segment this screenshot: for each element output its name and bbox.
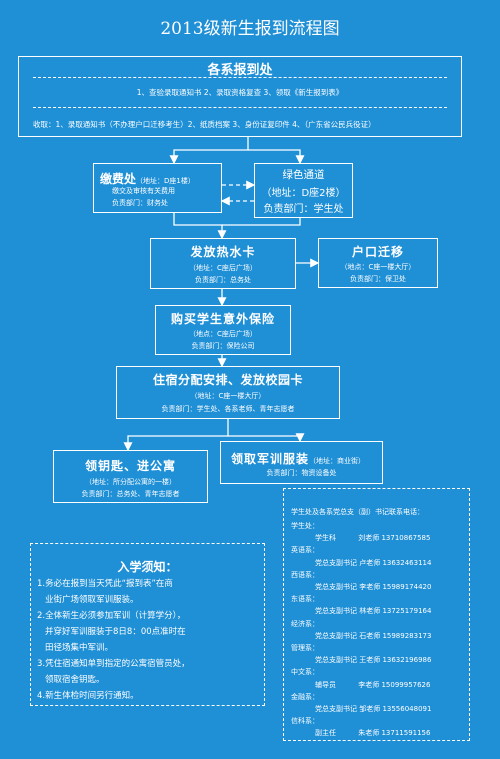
notice-line: 1.务必在报到当天凭此“报到表”在商 <box>37 579 173 589</box>
hot-water-card-dept: 负责部门：总务处 <box>195 276 251 284</box>
fee-office-title: 缴费处 <box>100 172 137 186</box>
arrow-dorm-to-keys <box>123 419 229 452</box>
arrow-dorm-to-uniform <box>228 433 305 443</box>
contact-group: 金融系： <box>291 692 319 701</box>
keys-dept: 负责部门：总务处、青年志愿者 <box>81 490 180 498</box>
notice-line: 4.新生体检时间另行通知。 <box>37 691 139 701</box>
fee-office-dept: 负责部门：财务处 <box>112 199 168 207</box>
fee-office-box: 缴费处（地址：D座1楼） 缴交及审核有关费用 负责部门：财务处 <box>93 163 222 213</box>
enrollment-notice-title: 入学须知： <box>117 560 178 574</box>
hukou-transfer-box: 户口迁移 （地点：C座一楼大厅） 负责部门：保卫处 <box>318 238 438 288</box>
contact-entry: 学生科 刘老师 13710867585 <box>315 534 431 543</box>
uniform-box: 领取军训服装（地址：商业街） 负责部门：物资设备处 <box>220 441 383 484</box>
arrow-dept-to-green <box>248 149 305 165</box>
dorm-assignment-address: （地址：C座一楼大厅） <box>190 392 266 400</box>
department-registration-collect: 收取：1、录取通知书（不办理户口迁移考生）2、纸质档案 3、身份证复印件 4、（… <box>33 120 376 129</box>
enrollment-notice-box: 入学须知： 1.务必在报到当天凭此“报到表”在商 业街广场领取军训服装。 2.全… <box>30 543 265 706</box>
contact-group: 管理系： <box>291 644 319 653</box>
green-channel-dept: 负责部门：学生处 <box>263 204 344 215</box>
green-channel-title: 绿色通道 <box>282 169 325 181</box>
contacts-box: 学生处及各系党总支（副）书记联系电话： 学生处： 学生科 刘老师 1371086… <box>283 488 470 741</box>
department-registration-steps: 1、查验录取通知书 2、录取资格复查 3、领取《新生报到表》 <box>136 88 344 97</box>
fee-office-address: （地址：D座1楼） <box>136 177 195 185</box>
notice-line: 领取宿舍钥匙。 <box>45 675 105 685</box>
divider <box>33 107 447 108</box>
notice-line: 2.全体新生必须参加军训（计算学分）， <box>37 611 186 621</box>
uniform-title: 领取军训服装 <box>231 452 310 466</box>
arrow-fee-to-card <box>173 213 227 240</box>
dorm-assignment-box: 住宿分配安排、发放校园卡 （地址：C座一楼大厅） 负责部门：学生处、各系老师、青… <box>116 366 340 419</box>
contact-entry: 辅导员 李老师 15099957626 <box>315 680 431 689</box>
divider <box>33 77 447 78</box>
dorm-assignment-title: 住宿分配安排、发放校园卡 <box>152 373 303 387</box>
contact-entry: 副主任 朱老师 13711591156 <box>315 729 431 738</box>
notice-line: 田径场集中军训。 <box>45 643 114 653</box>
page-title: 2013级新生报到流程图 <box>160 19 340 39</box>
notice-line: 业街广场领取军训服装。 <box>45 595 139 605</box>
contact-entry: 党总支副书记 王老师 13632196986 <box>315 656 432 665</box>
contact-group: 英语系： <box>291 546 319 555</box>
hot-water-card-address: （地址：C座后广场） <box>189 264 257 272</box>
contacts-list: 学生处： 学生科 刘老师 13710867585 英语系： 党总支副书记 卢老师… <box>291 520 431 740</box>
contact-group: 东语系： <box>291 595 319 604</box>
enrollment-notice-list: 1.务必在报到当天凭此“报到表”在商 业街广场领取军训服装。 2.全体新生必须参… <box>37 576 190 704</box>
contact-entry: 党总支副书记 石老师 15989283173 <box>315 631 432 640</box>
contact-entry: 党总支副书记 邹老师 13556048091 <box>315 705 432 714</box>
contact-entry: 党总支副书记 卢老师 13632463114 <box>315 558 432 567</box>
insurance-box: 购买学生意外保险 （地点：C座后广场） 负责部门：保险公司 <box>155 305 291 355</box>
arrow-dept-to-fee <box>169 137 249 165</box>
keys-title: 领钥匙、进公寓 <box>84 459 176 473</box>
contact-group: 信科系： <box>291 717 319 726</box>
insurance-title: 购买学生意外保险 <box>170 312 275 326</box>
contact-group: 中文系： <box>291 668 319 677</box>
contacts-header: 学生处及各系党总支（副）书记联系电话： <box>291 508 424 516</box>
hukou-transfer-address: （地点：C座一楼大厅） <box>340 263 416 271</box>
notice-line: 3.凭住宿通知单到指定的公寓宿管员处， <box>37 659 190 669</box>
department-registration-title: 各系报到处 <box>207 63 273 78</box>
department-registration-box: 各系报到处 1、查验录取通知书 2、录取资格复查 3、领取《新生报到表》 收取：… <box>18 56 462 137</box>
contact-group: 经济系： <box>291 619 319 628</box>
contact-group: 西语系： <box>291 570 319 579</box>
hukou-transfer-dept: 负责部门：保卫处 <box>350 275 406 283</box>
hukou-transfer-title: 户口迁移 <box>351 245 404 259</box>
green-channel-box: 绿色通道 （地址：D座2楼） 负责部门：学生处 <box>254 163 353 218</box>
hot-water-card-box: 发放热水卡 （地址：C座后广场） 负责部门：总务处 <box>150 238 296 289</box>
contact-entry: 党总支副书记 李老师 15989174420 <box>315 583 432 592</box>
insurance-dept: 负责部门：保险公司 <box>191 342 255 350</box>
uniform-address: （地址：商业街） <box>309 457 366 465</box>
insurance-address: （地点：C座后广场） <box>189 330 257 338</box>
arrow-green-merge <box>222 218 301 226</box>
contact-group: 学生处： <box>291 522 319 530</box>
contact-entry: 党总支副书记 林老师 13725179164 <box>315 607 432 616</box>
dorm-assignment-dept: 负责部门：学生处、各系老师、青年志愿者 <box>161 405 295 413</box>
keys-address: （地址：所分配公寓的一楼） <box>85 478 176 486</box>
fee-office-desc: 缴交及审核有关费用 <box>112 187 175 195</box>
notice-line: 并穿好军训服装于8日8：00点准时在 <box>45 627 186 637</box>
green-channel-address: （地址：D座2楼） <box>261 188 346 199</box>
hot-water-card-title: 发放热水卡 <box>190 245 256 259</box>
keys-box: 领钥匙、进公寓 （地址：所分配公寓的一楼） 负责部门：总务处、青年志愿者 <box>53 450 208 503</box>
uniform-dept: 负责部门：物资设备处 <box>266 469 337 477</box>
